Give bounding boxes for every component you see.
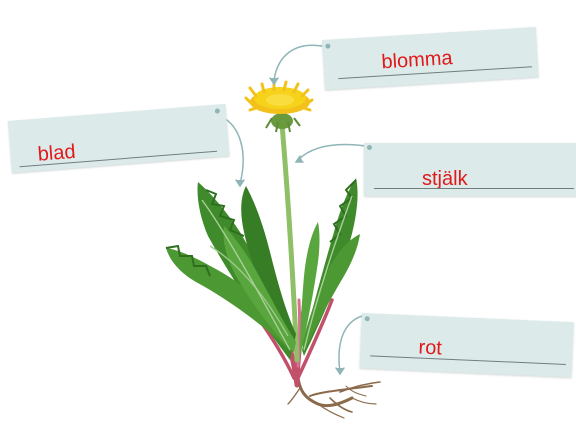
left-leaves-illustration bbox=[166, 182, 296, 360]
arrow-to-root-icon bbox=[339, 316, 362, 372]
answer-rot: rot bbox=[418, 338, 442, 359]
dandelion-flower-illustration bbox=[246, 82, 312, 132]
arrow-to-leaf-head-icon bbox=[236, 180, 244, 186]
answer-line-rot bbox=[370, 355, 566, 365]
arrow-to-flower-icon bbox=[274, 45, 322, 80]
card-pin-icon bbox=[367, 145, 372, 150]
right-leaves-illustration bbox=[300, 178, 360, 356]
answer-stjalk: stjälk bbox=[422, 169, 468, 189]
arrow-to-root-head-icon bbox=[336, 368, 344, 374]
label-card-rot: rot bbox=[360, 313, 574, 377]
roots-illustration bbox=[288, 378, 380, 418]
card-pin-icon bbox=[365, 316, 370, 321]
answer-blomma: blomma bbox=[381, 48, 453, 72]
arrow-to-stem-icon bbox=[298, 145, 366, 160]
answer-line-stjalk bbox=[374, 188, 574, 189]
label-card-stjalk: stjälk bbox=[364, 143, 576, 196]
card-pin-icon bbox=[215, 108, 220, 113]
card-pin-icon bbox=[325, 44, 330, 49]
arrow-to-flower-head-icon bbox=[270, 78, 278, 84]
